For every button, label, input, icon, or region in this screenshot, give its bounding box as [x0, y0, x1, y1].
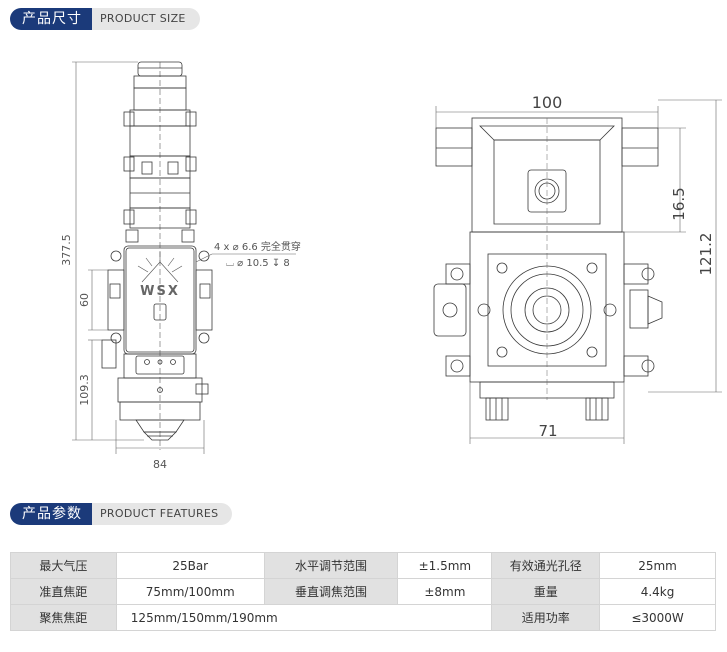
spec-label: 水平调节范围 [263, 552, 399, 579]
logo-text: WSX [140, 284, 180, 299]
technical-drawing: 377.5 60 109.3 84 4 x ⌀ 6.6 完全贯穿 ⌴ ⌀ 10.… [60, 61, 722, 471]
spec-value: ±1.5mm [397, 552, 493, 579]
product-features-title-cn: 产品参数 [10, 503, 92, 525]
spec-value: 25mm [599, 552, 716, 579]
side-view [433, 99, 722, 444]
dim-side-width-top: 100 [532, 93, 563, 112]
spec-value: 25Bar [115, 552, 265, 579]
spec-label: 准直焦距 [10, 578, 117, 605]
dim-side-height-small: 16.5 [670, 187, 688, 220]
product-size-title-en: PRODUCT SIZE [92, 8, 200, 30]
product-features-title-en: PRODUCT FEATURES [92, 503, 233, 525]
product-features-header: 产品参数 PRODUCT FEATURES [10, 503, 233, 525]
dim-front-height-lower: 109.3 [78, 374, 91, 406]
table-row: 聚焦焦距 125mm/150mm/190mm 适用功率 ≤3000W [10, 604, 716, 631]
spec-label: 有效通光孔径 [491, 552, 601, 579]
spec-value: ≤3000W [599, 604, 716, 631]
dim-side-width-bottom: 71 [538, 422, 557, 440]
spec-value: 4.4kg [599, 578, 716, 605]
dim-front-height-mid: 60 [78, 293, 91, 307]
hole-note-2: ⌴ ⌀ 10.5 ↧ 8 [226, 258, 290, 269]
spec-label: 垂直调焦范围 [263, 578, 399, 605]
front-view [72, 61, 296, 454]
dim-front-height-total: 377.5 [60, 234, 73, 266]
table-row: 准直焦距 75mm/100mm 垂直调焦范围 ±8mm 重量 4.4kg [10, 578, 716, 605]
spec-value: 125mm/150mm/190mm [115, 604, 493, 631]
product-size-title-cn: 产品尺寸 [10, 8, 92, 30]
product-size-header: 产品尺寸 PRODUCT SIZE [10, 8, 200, 30]
spec-value: ±8mm [397, 578, 493, 605]
spec-value: 75mm/100mm [115, 578, 265, 605]
hole-note-1: 4 x ⌀ 6.6 完全贯穿 [214, 240, 301, 253]
spec-label: 聚焦焦距 [10, 604, 117, 631]
spec-label: 重量 [491, 578, 601, 605]
table-row: 最大气压 25Bar 水平调节范围 ±1.5mm 有效通光孔径 25mm [10, 552, 716, 579]
dim-front-width-bottom: 84 [153, 458, 167, 471]
spec-label: 适用功率 [491, 604, 601, 631]
spec-label: 最大气压 [10, 552, 117, 579]
spec-table: 最大气压 25Bar 水平调节范围 ±1.5mm 有效通光孔径 25mm 准直焦… [10, 552, 716, 631]
dim-side-height-large: 121.2 [697, 233, 715, 276]
